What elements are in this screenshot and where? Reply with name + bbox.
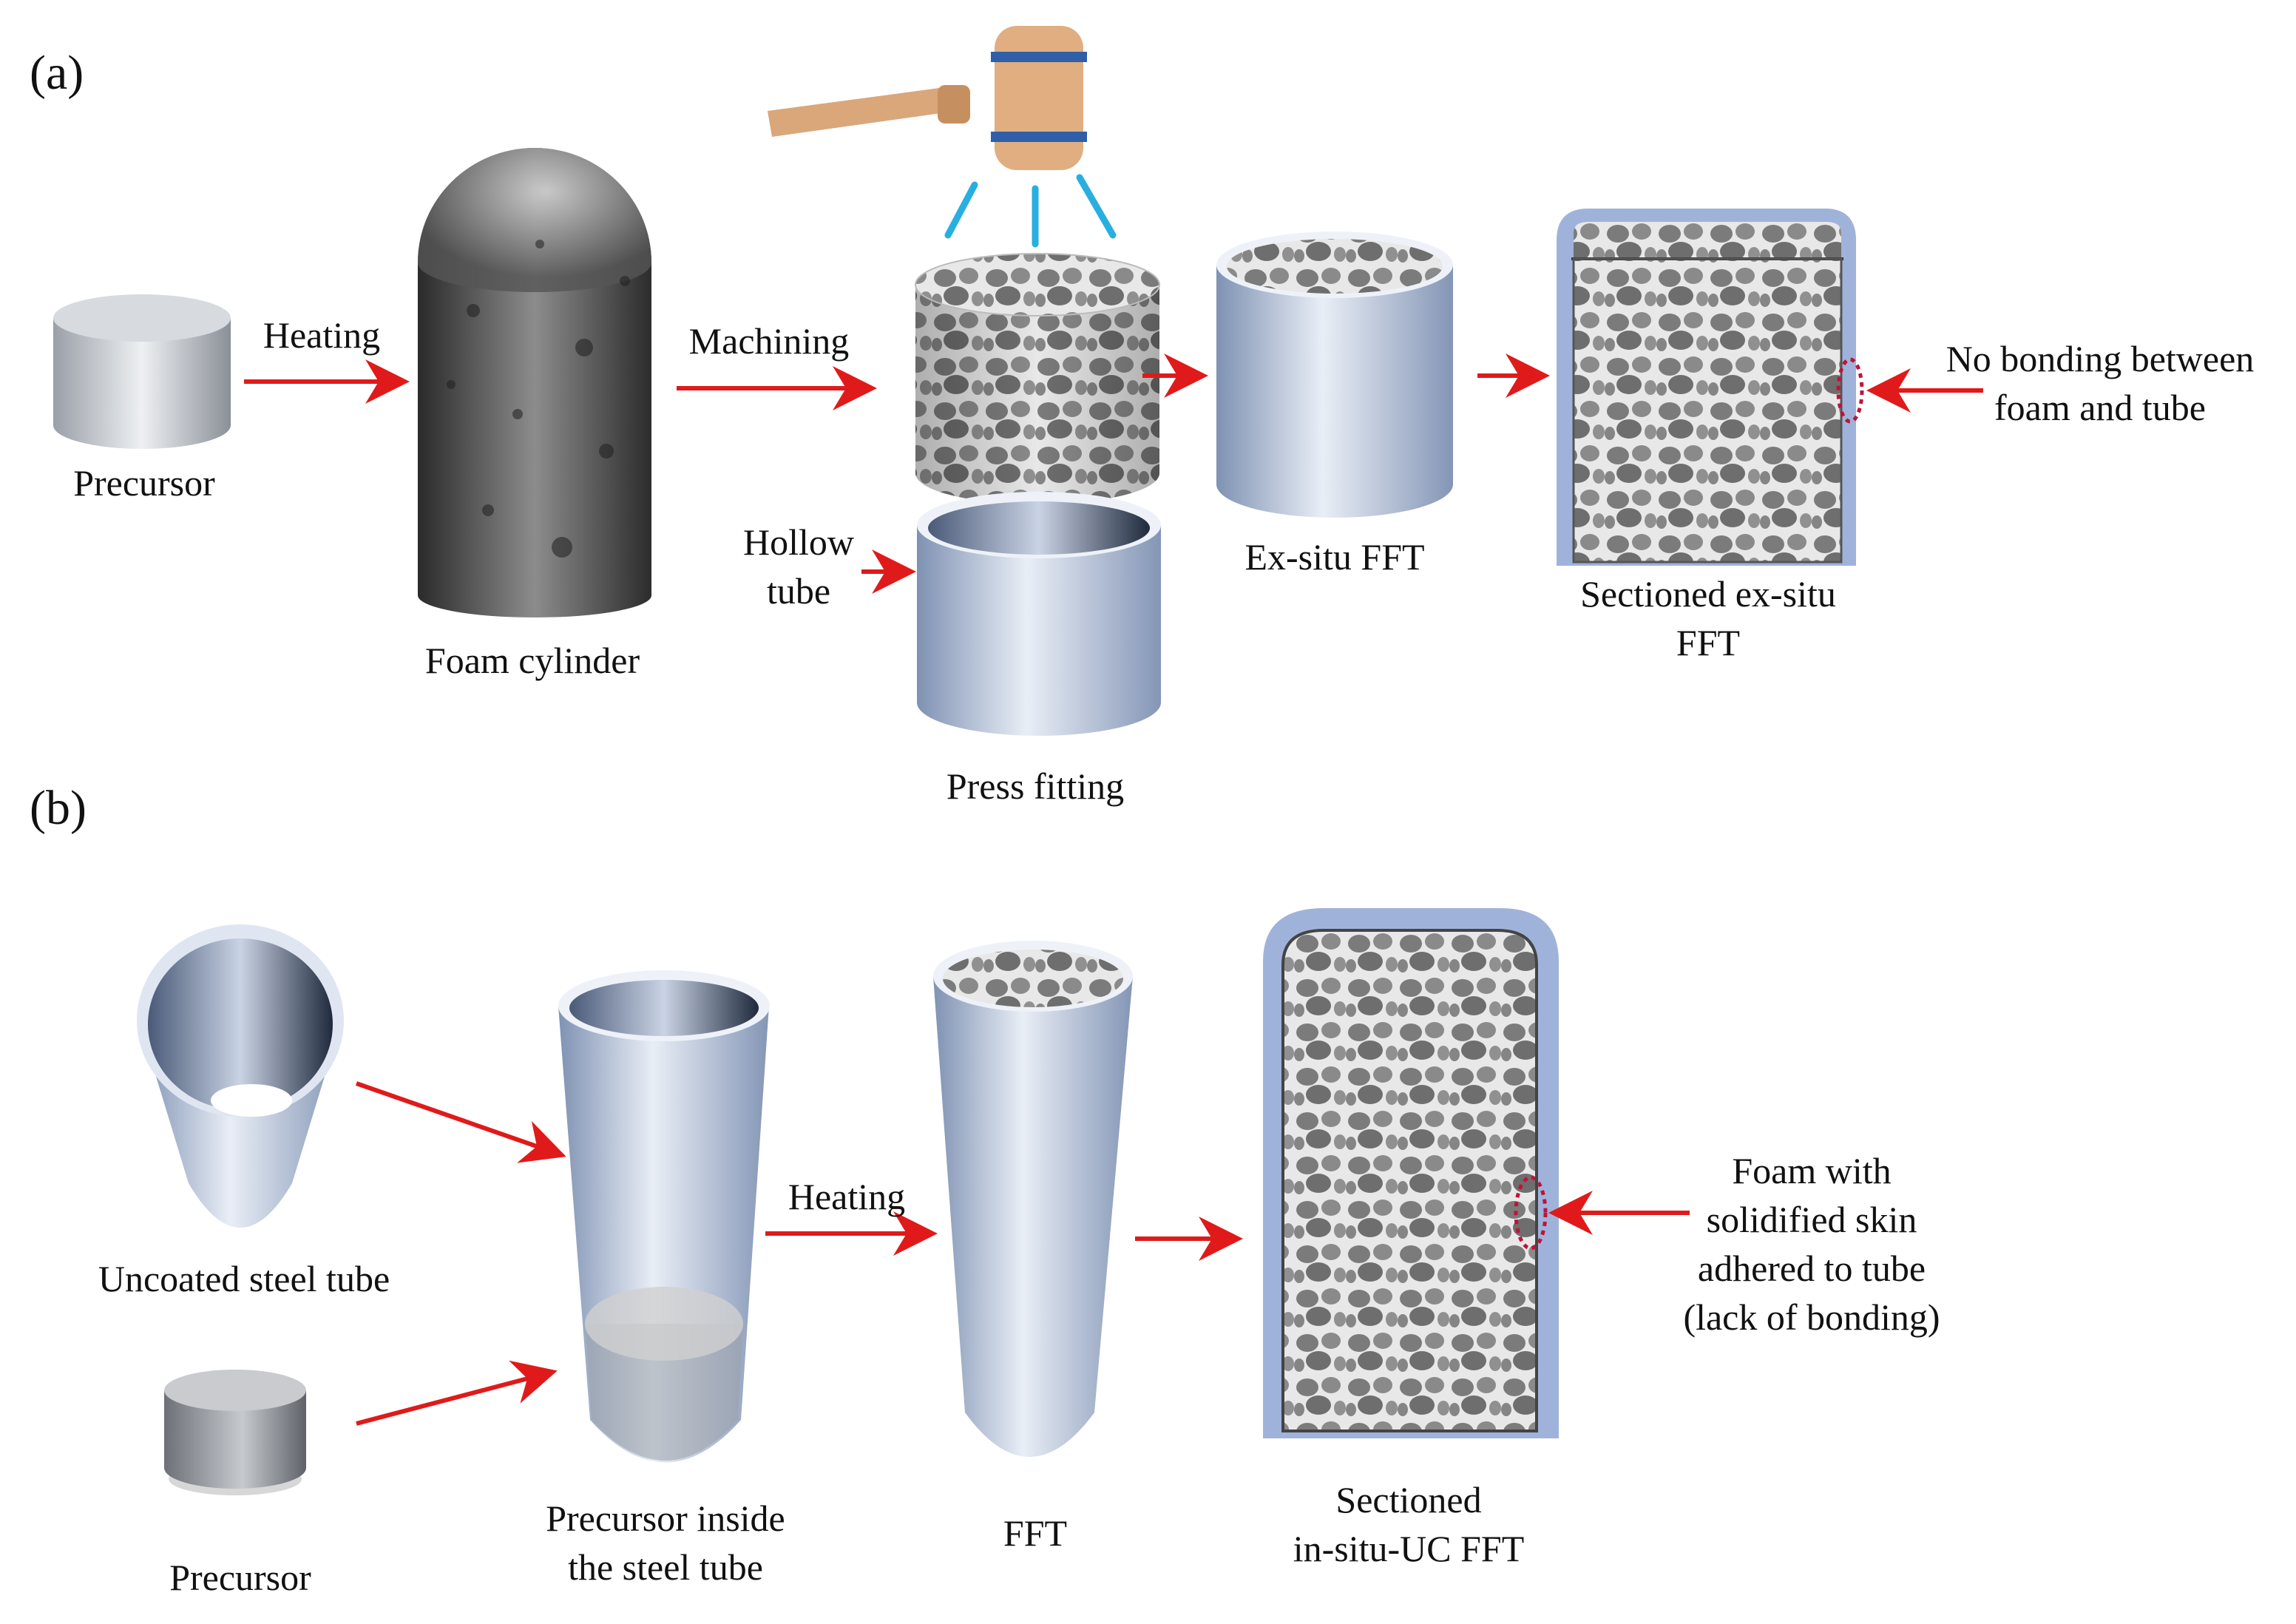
- no-bonding-marker: [1836, 357, 1864, 424]
- uncoated-steel-tube-icon: [137, 924, 344, 1228]
- precursor-to-insert-arrow: [356, 1360, 558, 1426]
- machined-foam-cylinder-icon: [915, 253, 1160, 504]
- press-fitting-label: Press fitting: [946, 765, 1125, 807]
- foam-cylinder-label: Foam cylinder: [424, 640, 640, 681]
- hollow-tube-icon: [917, 492, 1161, 736]
- foam-cylinder-icon: [418, 148, 651, 618]
- tube-to-insert-arrow: [356, 1081, 566, 1163]
- precursor-small-icon: [164, 1370, 306, 1495]
- panel-a-letter: (a): [30, 46, 84, 100]
- fft-label: FFT: [1003, 1512, 1068, 1554]
- sectioned-in-situ-uc-fft-icon: [1263, 908, 1559, 1438]
- precursor-label: Precursor: [73, 462, 215, 504]
- panel-b-letter: (b): [30, 781, 87, 835]
- uncoated-steel-tube-label: Uncoated steel tube: [98, 1258, 390, 1299]
- ex-situ-fft-icon: [1216, 231, 1453, 518]
- sectioned-ex-situ-fft-icon: [1557, 209, 1856, 566]
- hammer-icon: [768, 26, 1087, 170]
- fft-icon: [933, 941, 1133, 1457]
- precursor-disc-icon: [53, 294, 231, 449]
- heating-b-label: Heating: [788, 1176, 906, 1217]
- machining-label: Machining: [688, 320, 850, 362]
- heating-label: Heating: [263, 314, 381, 356]
- precursor-b-label: Precursor: [169, 1557, 311, 1598]
- impact-lines: [944, 174, 1117, 248]
- foam-skin-marker: [1514, 1175, 1548, 1251]
- ex-situ-fft-label: Ex-situ FFT: [1244, 536, 1425, 578]
- precursor-inside-tube-icon: [558, 970, 770, 1463]
